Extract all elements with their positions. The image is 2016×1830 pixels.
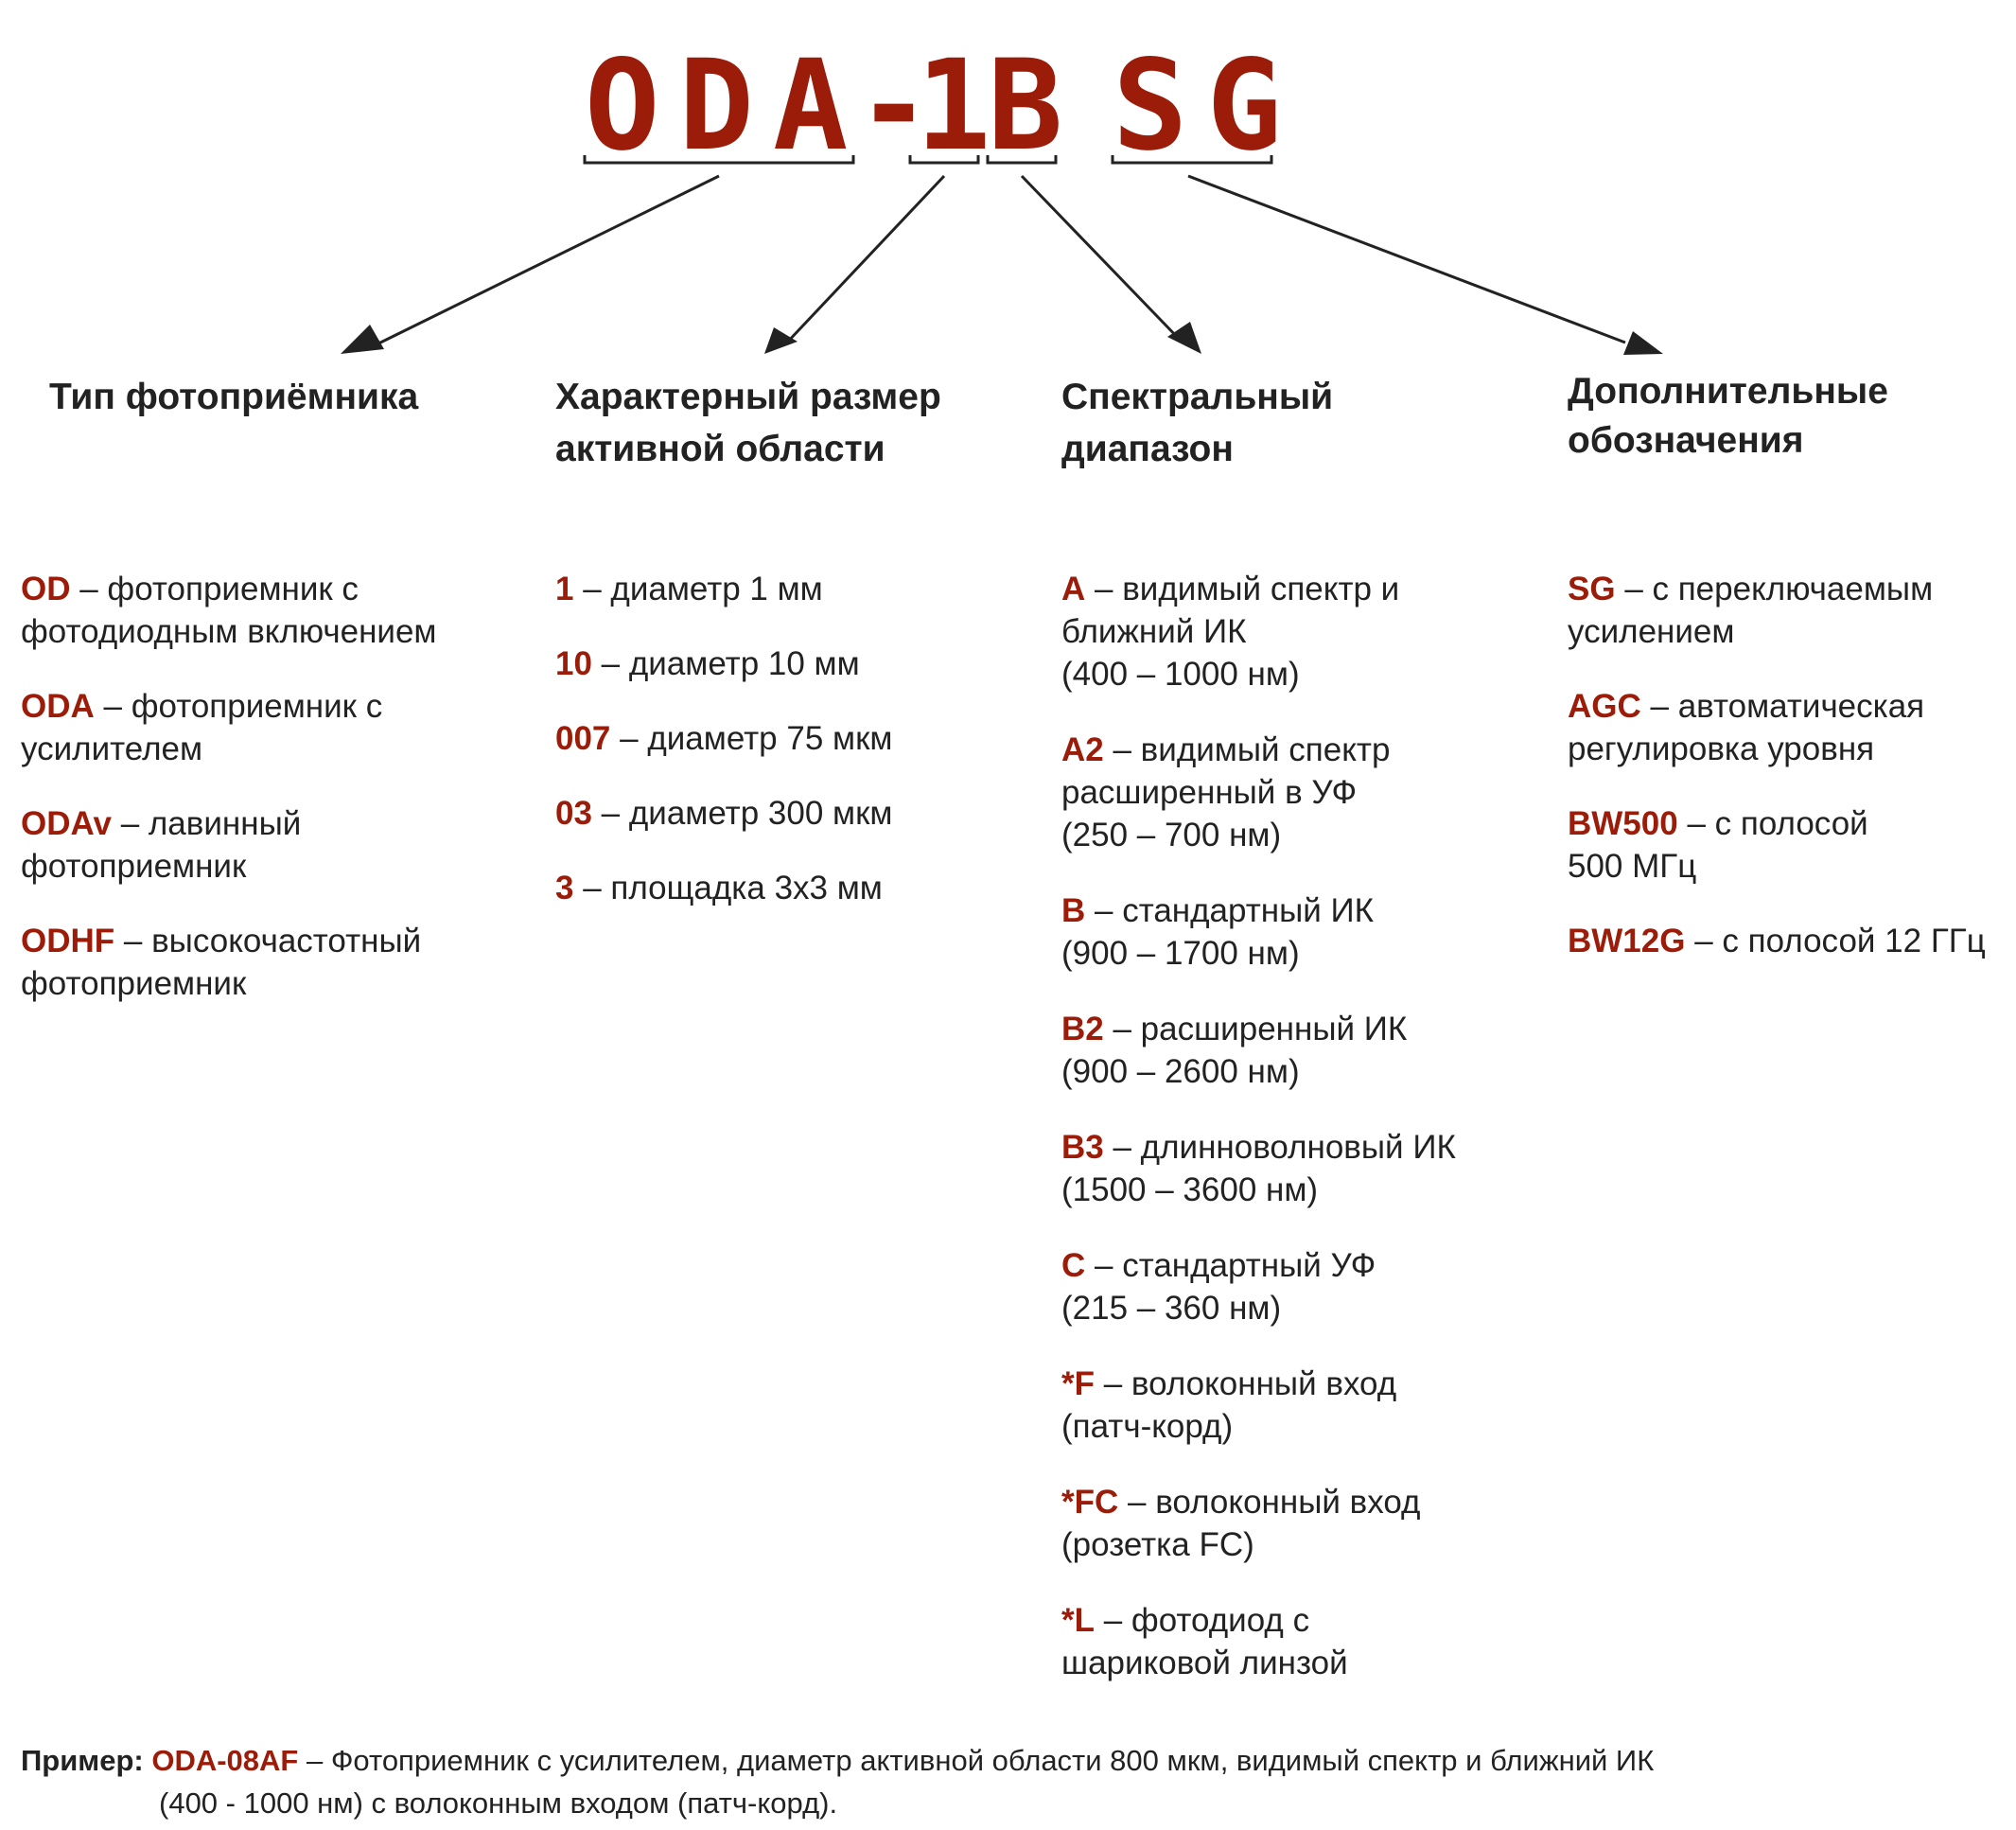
code-term: BW12G [1568, 923, 1686, 959]
heading-type: Тип фотоприёмника [49, 371, 418, 423]
code-term: 03 [555, 795, 592, 832]
model-code-extra: SG [1113, 33, 1301, 179]
code-term: BW500 [1568, 805, 1678, 842]
list-size: 1 – диаметр 1 мм 10 – диаметр 10 мм 007 … [555, 568, 892, 909]
list-item: C – стандартный УФ (215 – 360 нм) [1061, 1247, 1376, 1327]
bracket-extra [1111, 155, 1273, 165]
list-item: ODA – фотоприемник с усилителем [21, 688, 383, 767]
arrow-to-extra [1187, 174, 1626, 344]
heading-size-line1: Характерный размер [555, 377, 941, 417]
list-item: B – стандартный ИК (900 – 1700 нм) [1061, 892, 1375, 972]
list-item: *FC – волоконный вход (розетка FC) [1061, 1484, 1421, 1563]
code-term: B3 [1061, 1129, 1104, 1166]
list-item: 03 – диаметр 300 мкм [555, 795, 893, 832]
code-term: ODA [21, 688, 95, 725]
arrowhead-type [341, 325, 384, 354]
list-item: BW500 – с полосой 500 МГц [1568, 805, 1868, 885]
code-term: *FC [1061, 1484, 1119, 1521]
list-item: B3 – длинноволновый ИК (1500 – 3600 нм) [1061, 1129, 1456, 1208]
example-text-line1: – Фотоприемник с усилителем, диаметр акт… [306, 1744, 1655, 1777]
heading-extra-line2: обозначения [1568, 420, 1804, 461]
heading-spectrum: Спектральный диапазон [1061, 371, 1333, 475]
example-note: Пример: ODA-08AF – Фотоприемник с усилит… [21, 1739, 1654, 1824]
arrow-to-size [783, 174, 946, 346]
list-item: 007 – диаметр 75 мкм [555, 720, 893, 757]
arrowhead-spectrum [1167, 322, 1201, 354]
heading-spectrum-line1: Спектральный [1061, 377, 1334, 417]
code-term: OD [21, 571, 71, 607]
model-code-size: 1 [916, 33, 991, 179]
list-type: OD – фотоприемник с фотодиодным включени… [21, 568, 437, 1005]
list-item: *L – фотодиод с шариковой линзой [1061, 1602, 1348, 1681]
list-item: OD – фотоприемник с фотодиодным включени… [21, 571, 437, 650]
code-term: 10 [555, 645, 592, 682]
model-code-type: ODA [585, 33, 868, 179]
code-term: B2 [1061, 1011, 1104, 1047]
heading-spectrum-line2: диапазон [1061, 429, 1234, 469]
code-term: AGC [1568, 688, 1641, 725]
model-code-dash: - [856, 33, 932, 179]
list-item: AGC – автоматическая регулировка уровня [1568, 688, 1925, 767]
code-term: *L [1061, 1602, 1095, 1639]
heading-size-line2: активной области [555, 429, 885, 469]
code-term: ODHF [21, 923, 115, 959]
bracket-size [908, 155, 980, 165]
list-item: 3 – площадка 3x3 мм [555, 870, 883, 906]
list-item: ODAv – лавинный фотоприемник [21, 805, 302, 885]
code-term: A2 [1061, 731, 1104, 768]
list-item: 10 – диаметр 10 мм [555, 645, 860, 682]
code-term: A [1061, 571, 1086, 607]
list-item: SG – с переключаемым усилением [1568, 571, 1934, 650]
heading-type-line: Тип фотоприёмника [49, 377, 419, 417]
arrow-to-spectrum [1020, 174, 1183, 343]
bracket-spectrum [986, 155, 1058, 165]
arrowhead-extra [1623, 331, 1663, 355]
list-item: *F – волоконный вход (патч-корд) [1061, 1365, 1397, 1445]
code-term: 1 [555, 571, 574, 607]
list-item: 1 – диаметр 1 мм [555, 571, 823, 607]
list-item: A – видимый спектр и ближний ИК (400 – 1… [1061, 571, 1400, 693]
bracket-type [583, 155, 855, 165]
example-text-line2: (400 - 1000 нм) с волоконным входом (пат… [159, 1786, 838, 1820]
code-term: ODAv [21, 805, 112, 842]
code-term: C [1061, 1247, 1086, 1284]
code-term: 3 [555, 870, 574, 906]
example-label: Пример: [21, 1744, 144, 1777]
heading-extra-line1: Дополнительные [1568, 371, 1888, 412]
code-term: 007 [555, 720, 611, 757]
list-extra: SG – с переключаемым усилением AGC – авт… [1568, 568, 1986, 962]
heading-extra: Дополнительные обозначения [1568, 367, 1888, 466]
code-term: SG [1568, 571, 1616, 607]
diagram-connectors [341, 155, 1663, 355]
code-term: B [1061, 892, 1086, 929]
list-spectrum: A – видимый спектр и ближний ИК (400 – 1… [1061, 568, 1456, 1684]
list-item: ODHF – высокочастотный фотоприемник [21, 923, 422, 1002]
heading-size: Характерный размер активной области [555, 371, 941, 475]
arrow-to-type [368, 174, 720, 350]
code-term: *F [1061, 1365, 1095, 1402]
list-item: A2 – видимый спектр расширенный в УФ (25… [1061, 731, 1391, 853]
arrowhead-size [764, 327, 798, 354]
example-code: ODA-08AF [151, 1744, 299, 1777]
list-item: BW12G – с полосой 12 ГГц [1568, 923, 1986, 959]
model-code-spectrum: B [988, 33, 1063, 179]
list-item: B2 – расширенный ИК (900 – 2600 нм) [1061, 1011, 1408, 1090]
